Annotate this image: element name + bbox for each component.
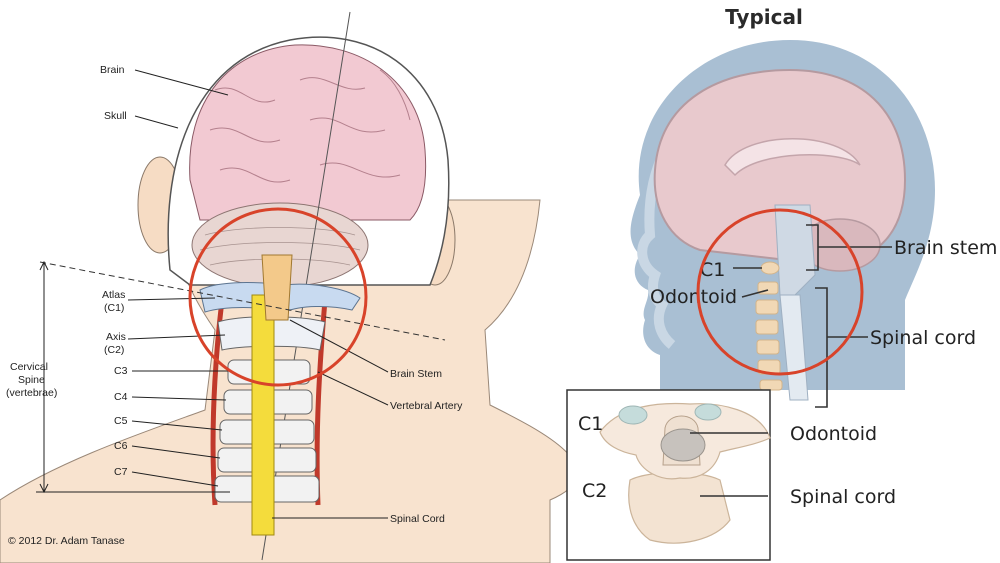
inset-label-odontoid: Odontoid <box>790 423 877 445</box>
panel-title: Typical <box>725 5 803 29</box>
vertebral-column-sagittal <box>755 261 783 391</box>
spinal-cord-sagittal <box>779 294 809 401</box>
sagittal-view-illustration: Typical <box>566 5 997 561</box>
label-spinal-cord-right: Spinal cord <box>870 327 976 349</box>
inset-spinal-canal <box>660 428 706 462</box>
label-brain: Brain <box>100 64 125 76</box>
inset-label-spinal-cord: Spinal cord <box>790 486 896 508</box>
label-atlas-code: (C1) <box>104 302 124 314</box>
label-spinal-cord: Spinal Cord <box>390 513 445 525</box>
label-c7: C7 <box>114 466 128 478</box>
corpus-callosum <box>724 138 861 177</box>
inset-c1-facet-left <box>618 405 648 425</box>
cervical-span-bracket <box>36 260 230 494</box>
label-vertebral-artery: Vertebral Artery <box>390 400 463 412</box>
odontoid-leader <box>741 289 769 298</box>
label-axis: Axis <box>106 331 126 343</box>
inset-c1-facet-right <box>694 403 722 421</box>
left-labels: Brain Skull Atlas (C1) Axis (C2) C3 C4 C… <box>6 64 463 547</box>
label-brain-stem: Brain Stem <box>390 368 442 380</box>
brain-folds <box>209 69 411 183</box>
brain-stem-shape <box>261 254 293 321</box>
label-cervical-2: Spine <box>18 374 45 386</box>
label-odontoid-right: Odontoid <box>650 286 737 308</box>
label-c1-right: C1 <box>700 259 725 281</box>
spinal-cord-shape <box>251 294 275 536</box>
highlight-circle-left <box>188 207 368 387</box>
label-c3: C3 <box>114 365 128 377</box>
inset-c2-vertebra <box>628 471 731 544</box>
c1-level-line <box>39 261 446 341</box>
label-cervical-3: (vertebrae) <box>6 387 57 399</box>
posterior-view-illustration: Brain Skull Atlas (C1) Axis (C2) C3 C4 C… <box>0 11 578 563</box>
vertebra-inset: C1 C2 Odontoid Spinal cord <box>566 389 896 561</box>
brain-stem-bracket <box>806 224 892 271</box>
inset-label-c2: C2 <box>582 480 607 502</box>
left-leader-lines <box>127 69 389 519</box>
face-skin-edge <box>637 147 676 349</box>
label-axis-code: (C2) <box>104 344 124 356</box>
label-skull: Skull <box>104 110 127 122</box>
label-atlas: Atlas <box>102 289 125 301</box>
inset-label-c1: C1 <box>578 413 603 435</box>
label-cervical-1: Cervical <box>10 361 48 373</box>
label-c4: C4 <box>114 391 128 403</box>
brain-stem-sagittal <box>774 204 816 296</box>
label-c5: C5 <box>114 415 128 427</box>
label-c6: C6 <box>114 440 128 452</box>
copyright-text: © 2012 Dr. Adam Tanase <box>8 535 125 547</box>
label-brain-stem-right: Brain stem <box>894 237 997 259</box>
highlight-circle-right <box>696 208 864 376</box>
brain-sagittal <box>653 68 907 267</box>
